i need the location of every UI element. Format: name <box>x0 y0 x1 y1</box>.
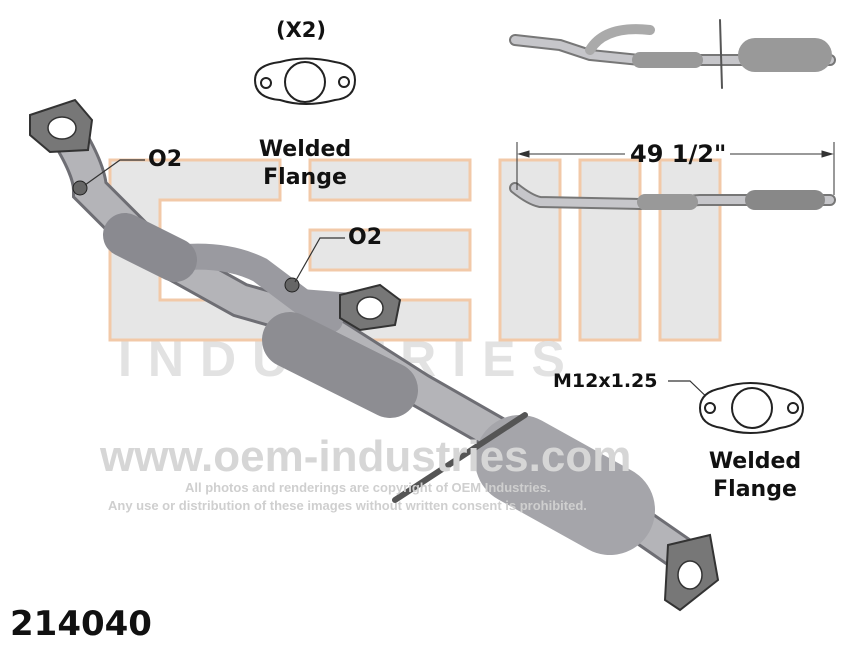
flange-top-line-1: Welded <box>258 137 352 162</box>
quantity-label: (X2) <box>276 18 326 42</box>
flange-top-line-2: Flange <box>263 165 347 190</box>
thread-spec-label: M12x1.25 <box>553 370 658 392</box>
o2-sensor-label-lower: O2 <box>348 225 383 250</box>
watermark-url: www.oem-industries.com <box>100 432 632 481</box>
flange-right-line-1: Welded <box>708 449 802 474</box>
side-view-thumbnail <box>509 182 836 211</box>
welded-flange-label-right: Welded Flange <box>695 448 815 504</box>
dimension-line <box>516 142 835 195</box>
welded-flange-label-top: Welded Flange <box>245 136 365 192</box>
copyright-line-2: Any use or distribution of these images … <box>108 498 587 513</box>
flange-right-line-2: Flange <box>713 477 797 502</box>
length-dimension: 49 1/2" <box>630 140 727 168</box>
o2-sensor-label-upper: O2 <box>148 147 183 172</box>
top-view-thumbnail <box>509 19 836 89</box>
part-number: 214040 <box>10 604 152 644</box>
copyright-line-1: All photos and renderings are copyright … <box>185 480 551 495</box>
